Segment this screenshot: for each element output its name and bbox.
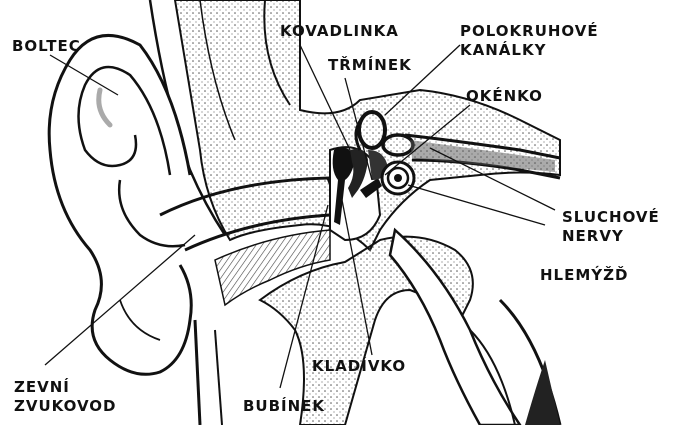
neck-line — [195, 320, 200, 425]
leader-hlemyzd — [408, 185, 545, 225]
label-okenko: OKÉNKO — [466, 87, 543, 106]
label-polokruhove-line-2: KANÁLKY — [460, 41, 599, 60]
label-sluchove-nervy: SLUCHOVÉ NERVY — [562, 208, 660, 246]
label-kladivko: KLADÍVKO — [312, 357, 406, 376]
label-boltec: BOLTEC — [12, 37, 81, 56]
label-polokruhove-line-1: POLOKRUHOVÉ — [460, 22, 599, 41]
label-sluchove-line-1: SLUCHOVÉ — [562, 208, 660, 227]
throat-dark — [525, 360, 560, 425]
label-trminek: TŘMÍNEK — [328, 56, 412, 75]
label-trminek-line-1: TŘMÍNEK — [328, 56, 412, 75]
label-kladivko-line-1: KLADÍVKO — [312, 357, 406, 376]
label-bubinek: BUBÍNEK — [243, 397, 325, 416]
label-zevni-line-2: ZVUKOVOD — [14, 397, 117, 416]
label-bubinek-line-1: BUBÍNEK — [243, 397, 325, 416]
label-polokruhove-kanalky: POLOKRUHOVÉ KANÁLKY — [460, 22, 599, 60]
label-hlemyzd-line-1: HLEMÝŽĎ — [540, 266, 628, 285]
label-zevni-line-1: ZEVNÍ — [14, 378, 117, 397]
label-okenko-line-1: OKÉNKO — [466, 87, 543, 106]
cochlea-inner — [394, 174, 402, 182]
label-boltec-line-1: BOLTEC — [12, 37, 81, 56]
label-zevni-zvukovod: ZEVNÍ ZVUKOVOD — [14, 378, 117, 416]
neck-line-2 — [215, 330, 222, 425]
label-kovadlinka-line-1: KOVADLINKA — [280, 22, 399, 41]
label-sluchove-line-2: NERVY — [562, 227, 660, 246]
label-hlemyzd: HLEMÝŽĎ — [540, 266, 628, 285]
label-kovadlinka: KOVADLINKA — [280, 22, 399, 41]
